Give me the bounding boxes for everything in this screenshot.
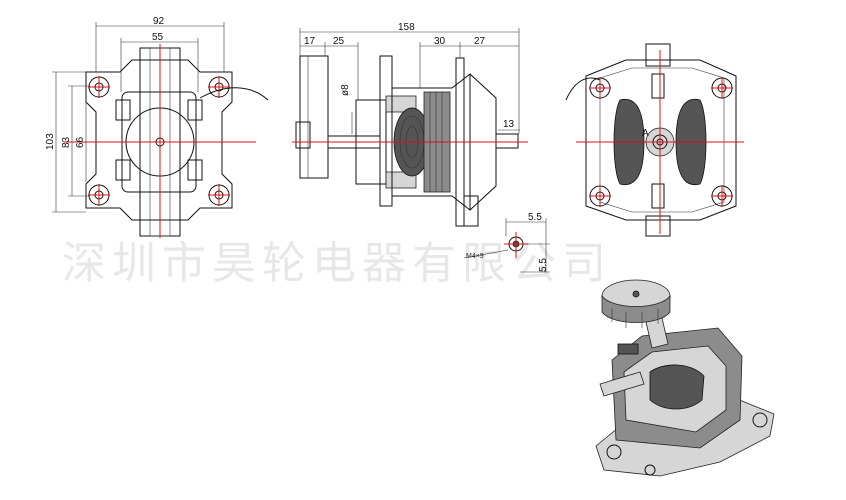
front-view: 92 55 103 83 66	[45, 16, 269, 238]
dim-30: 30	[434, 36, 446, 47]
dim-detail-5-5-h: 5.5	[528, 212, 542, 223]
detail-view: 5.5 5.5 M4×9	[463, 212, 550, 273]
dim-83: 83	[61, 136, 72, 148]
front-lead-wire	[199, 87, 269, 101]
dim-103: 103	[45, 133, 56, 150]
dim-17: 17	[304, 36, 316, 47]
front-mounting-holes	[88, 76, 230, 206]
rear-view: A	[565, 43, 744, 237]
dim-13: 13	[503, 119, 515, 130]
rear-flange-outline	[585, 59, 737, 221]
front-flange-outline	[85, 59, 233, 221]
side-fan	[299, 55, 329, 179]
dim-detail-5-5-v: 5.5	[538, 258, 549, 272]
rear-mark-a: A	[642, 128, 649, 139]
dim-55: 55	[152, 32, 164, 43]
dim-27: 27	[474, 36, 486, 47]
motor-photo	[595, 279, 775, 477]
dim-66: 66	[75, 136, 86, 148]
dim-25: 25	[333, 36, 345, 47]
side-view: 158 17 25 30 27 ø8 13	[292, 22, 528, 227]
dim-thread: M4×9	[466, 253, 484, 260]
dim-158: 158	[398, 22, 415, 33]
dim-92: 92	[153, 16, 165, 27]
rear-lead-wire	[565, 77, 601, 101]
dim-shaft-diameter: ø8	[340, 84, 351, 96]
watermark-text: 深圳市昊轮电器有限公司	[62, 238, 612, 289]
